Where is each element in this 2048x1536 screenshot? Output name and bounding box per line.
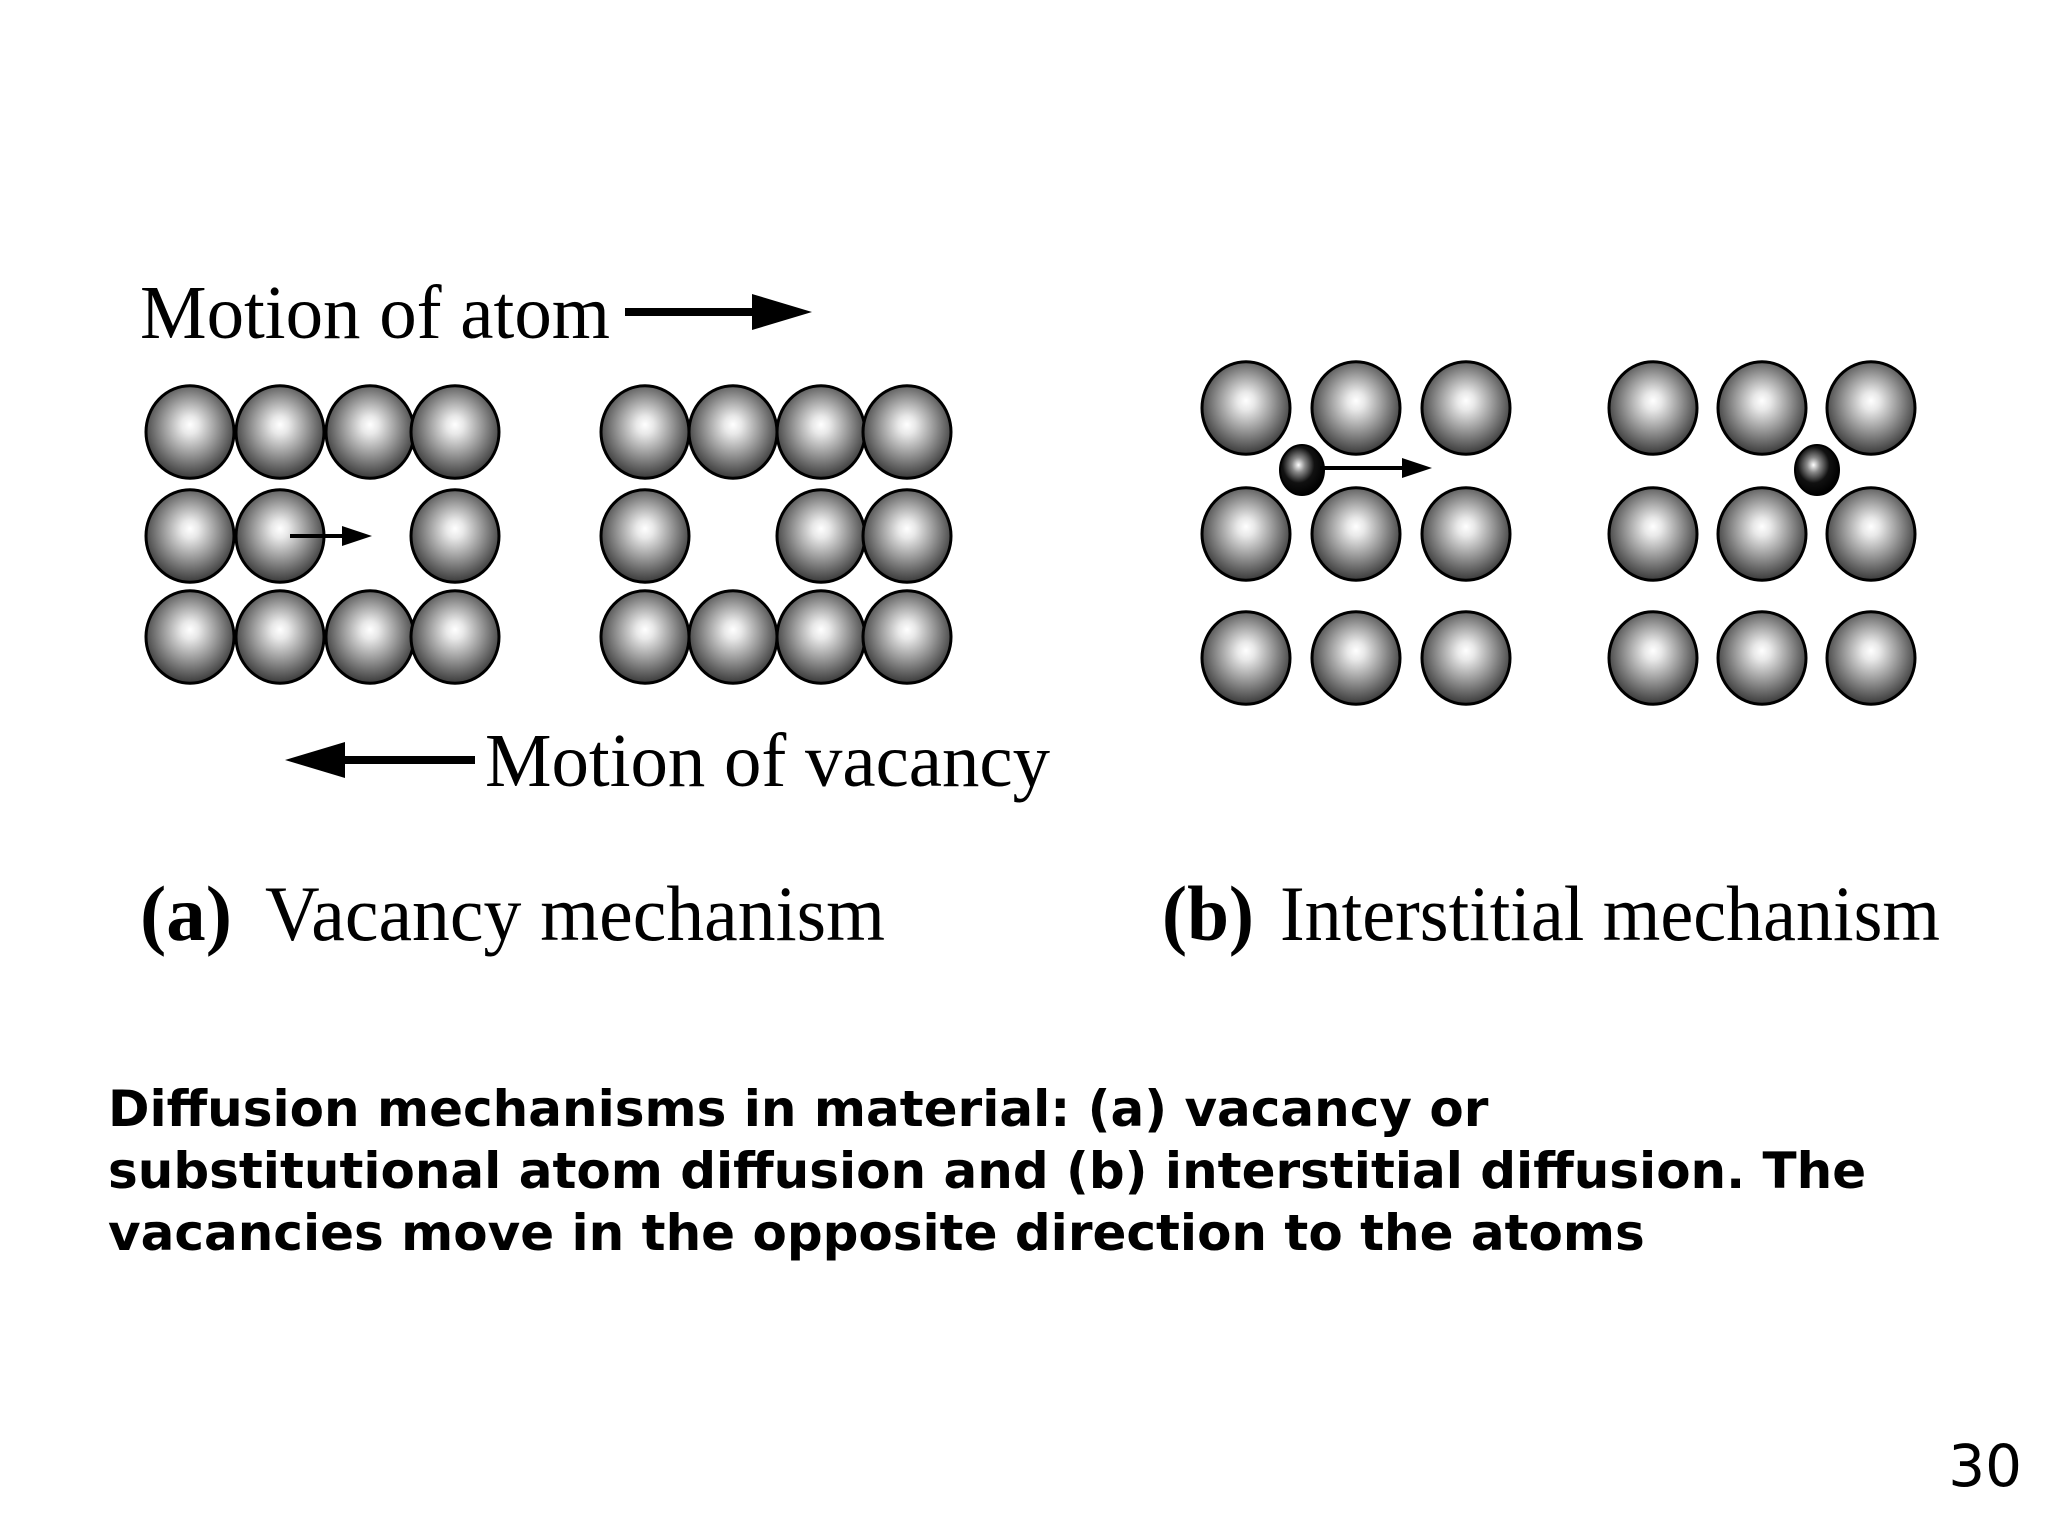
motion-of-atom-label: Motion of atom (140, 271, 610, 355)
motion-of-vacancy-label: Motion of vacancy (485, 719, 1050, 803)
lattice-before-jump (144, 384, 501, 685)
atom (409, 589, 501, 685)
panel-b-tag: (b) (1162, 870, 1254, 957)
atom (775, 384, 867, 480)
atom (1716, 486, 1808, 582)
atom (1825, 610, 1917, 706)
atom (1607, 610, 1699, 706)
atom-jump-arrow (290, 526, 372, 546)
atom (599, 589, 691, 685)
motion-of-atom-arrow (625, 294, 812, 330)
interstitial-lattice-after (1607, 360, 1917, 706)
atom (1310, 610, 1402, 706)
atom (1716, 610, 1808, 706)
atom (1200, 610, 1292, 706)
page-number: 30 (1948, 1432, 2022, 1500)
atom (1607, 486, 1699, 582)
interstitial-atom (1279, 444, 1325, 496)
diffusion-figure: Motion of atom Motion of vacancy (a) Vac… (140, 271, 1940, 957)
atom (599, 488, 691, 584)
atom (144, 589, 236, 685)
atom (234, 384, 326, 480)
atom (687, 589, 779, 685)
atom (144, 384, 236, 480)
caption-line-1: Diffusion mechanisms in material: (a) va… (108, 1080, 1489, 1138)
atom (1716, 360, 1808, 456)
atom (144, 488, 236, 584)
atom (599, 384, 691, 480)
atom (687, 384, 779, 480)
caption-line-2: substitutional atom diffusion and (b) in… (108, 1142, 1867, 1200)
interstitial-panel: (b) Interstitial mechanism (1162, 360, 1940, 957)
atom (1825, 486, 1917, 582)
atom (409, 488, 501, 584)
atom (324, 384, 416, 480)
atom (1200, 486, 1292, 582)
panel-a-title: Vacancy mechanism (265, 870, 885, 957)
atom (775, 589, 867, 685)
lattice-after-jump (599, 384, 953, 685)
atom (1607, 360, 1699, 456)
atom (234, 589, 326, 685)
atom (861, 589, 953, 685)
atom (1825, 360, 1917, 456)
atom (409, 384, 501, 480)
caption-line-3: vacancies move in the opposite direction… (108, 1204, 1645, 1262)
atom (775, 488, 867, 584)
atom (324, 589, 416, 685)
figure-caption: Diffusion mechanisms in material: (a) va… (108, 1078, 1968, 1264)
atom (1310, 360, 1402, 456)
atom (861, 488, 953, 584)
atom (1420, 360, 1512, 456)
vacancy-panel: Motion of atom Motion of vacancy (a) Vac… (140, 271, 1050, 957)
atom (1310, 486, 1402, 582)
interstitial-atom (1794, 444, 1840, 496)
atom (861, 384, 953, 480)
interstitial-lattice-before (1200, 360, 1512, 706)
atom (1420, 610, 1512, 706)
atom (1200, 360, 1292, 456)
panel-a-tag: (a) (140, 870, 232, 957)
motion-of-vacancy-arrow (285, 742, 475, 778)
atom (1420, 486, 1512, 582)
interstitial-jump-arrow (1320, 458, 1432, 478)
panel-b-title: Interstitial mechanism (1280, 870, 1940, 957)
